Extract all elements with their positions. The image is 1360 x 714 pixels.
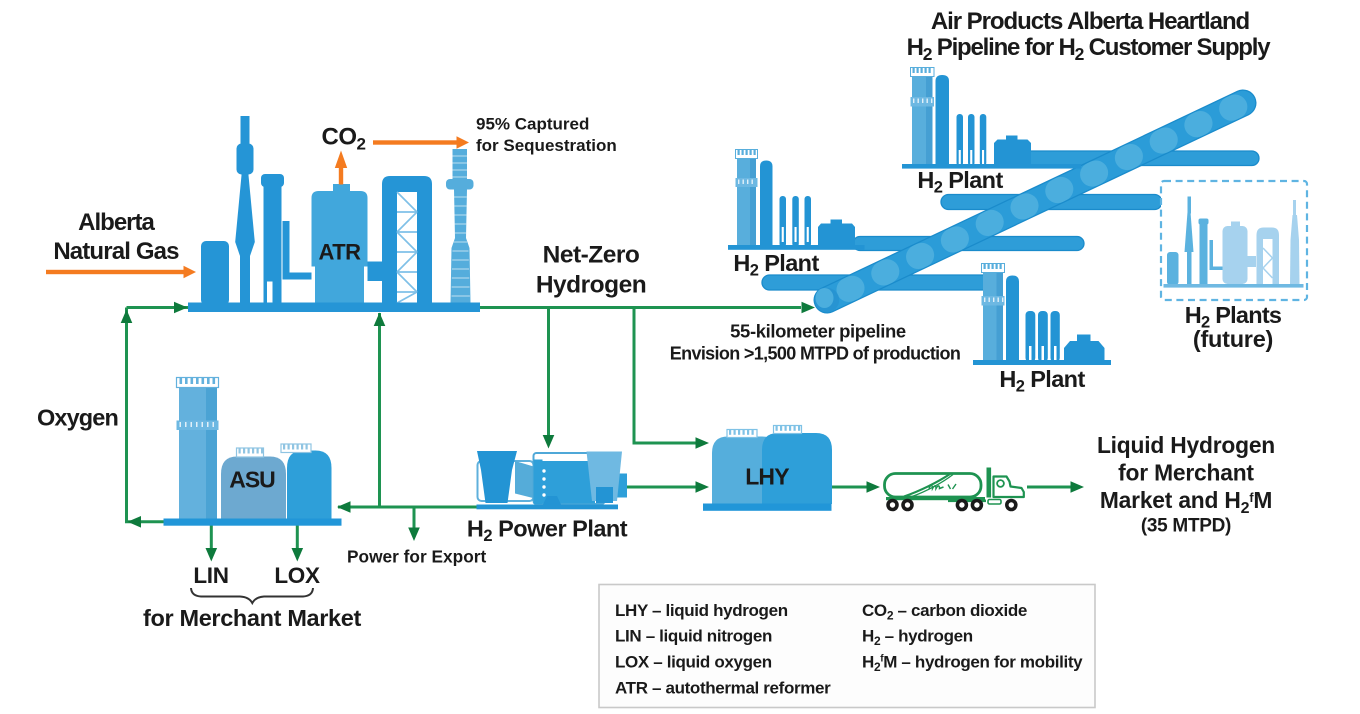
svg-text:Hydrogen: Hydrogen <box>536 272 646 299</box>
svg-text:H2fM – hydrogen for mobility: H2fM – hydrogen for mobility <box>862 653 1083 675</box>
svg-text:Natural Gas: Natural Gas <box>53 238 179 265</box>
svg-text:Air Products Alberta Heartland: Air Products Alberta Heartland <box>931 8 1250 35</box>
svg-text:55-kilometer pipeline: 55-kilometer pipeline <box>730 321 906 342</box>
svg-text:LIN: LIN <box>193 563 228 588</box>
svg-text:Oxygen: Oxygen <box>37 405 118 431</box>
svg-text:Power for Export: Power for Export <box>347 547 486 567</box>
svg-text:CO2: CO2 <box>322 124 366 154</box>
svg-text:LIN – liquid nitrogen: LIN – liquid nitrogen <box>615 627 772 646</box>
svg-text:H2 Pipeline for H2 Customer Su: H2 Pipeline for H2 Customer Supply <box>907 34 1272 64</box>
svg-text:H2 Power Plant: H2 Power Plant <box>467 516 628 546</box>
svg-text:LHY: LHY <box>745 464 789 490</box>
svg-text:LHY – liquid hydrogen: LHY – liquid hydrogen <box>615 601 788 620</box>
svg-text:for Sequestration: for Sequestration <box>476 136 617 155</box>
svg-text:ATR: ATR <box>318 240 361 265</box>
svg-text:Market and H2fM: Market and H2fM <box>1100 487 1272 517</box>
svg-text:ATR – autothermal reformer: ATR – autothermal reformer <box>615 679 831 698</box>
svg-text:Envision >1,500 MTPD of produc: Envision >1,500 MTPD of production <box>670 344 960 364</box>
svg-text:LOX: LOX <box>274 563 320 588</box>
svg-text:H2 – hydrogen: H2 – hydrogen <box>862 627 973 649</box>
svg-text:(35 MTPD): (35 MTPD) <box>1141 516 1231 537</box>
svg-text:H2 Plant: H2 Plant <box>917 167 1003 197</box>
svg-text:Alberta: Alberta <box>78 209 155 236</box>
svg-text:LOX – liquid oxygen: LOX – liquid oxygen <box>615 653 772 672</box>
svg-text:Net-Zero: Net-Zero <box>543 241 640 268</box>
svg-text:for Merchant: for Merchant <box>1118 460 1254 486</box>
svg-text:CO2 – carbon dioxide: CO2 – carbon dioxide <box>862 601 1027 623</box>
svg-text:ASU: ASU <box>229 466 275 492</box>
svg-text:H2 Plant: H2 Plant <box>733 250 819 280</box>
svg-text:(future): (future) <box>1193 326 1273 352</box>
svg-text:for Merchant Market: for Merchant Market <box>143 605 361 631</box>
svg-text:H2 Plant: H2 Plant <box>999 366 1085 396</box>
svg-text:95% Captured: 95% Captured <box>476 115 589 134</box>
svg-text:Liquid Hydrogen: Liquid Hydrogen <box>1097 432 1275 458</box>
